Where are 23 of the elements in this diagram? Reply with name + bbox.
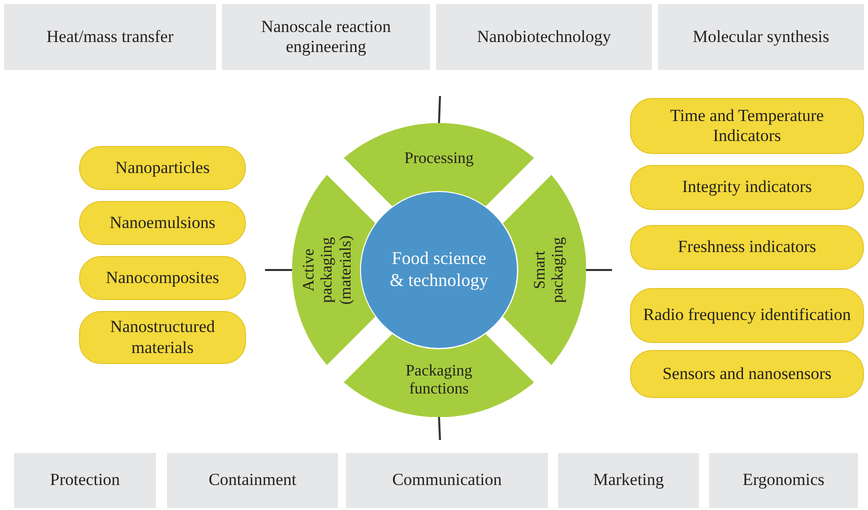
topic-pill: Radio frequency identification xyxy=(630,288,864,343)
category-box: Communication xyxy=(346,453,548,508)
category-box: Nanobiotechnology xyxy=(436,4,652,70)
category-box: Ergonomics xyxy=(709,453,858,508)
topic-pill: Freshness indicators xyxy=(630,225,864,270)
center-circle: Food science & technology xyxy=(361,192,517,348)
topic-pill: Sensors and nanosensors xyxy=(630,350,864,398)
connector-line xyxy=(438,416,441,440)
category-box: Molecular synthesis xyxy=(658,4,864,70)
topic-pill: Nanoparticles xyxy=(79,146,246,190)
category-box: Nanoscale reaction engineering xyxy=(222,4,430,70)
category-box: Protection xyxy=(14,453,156,508)
topic-pill: Nanocomposites xyxy=(79,256,246,300)
connector-line xyxy=(586,269,612,271)
connector-line xyxy=(265,269,292,271)
connector-line xyxy=(438,96,441,124)
category-box: Containment xyxy=(167,453,338,508)
category-box: Marketing xyxy=(558,453,699,508)
topic-pill: Nanoemulsions xyxy=(79,201,246,245)
category-box: Heat/mass transfer xyxy=(4,4,216,70)
topic-pill: Integrity indicators xyxy=(630,165,864,210)
topic-pill: Time and Temperature Indicators xyxy=(630,98,864,154)
topic-pill: Nanostructured materials xyxy=(79,311,246,364)
